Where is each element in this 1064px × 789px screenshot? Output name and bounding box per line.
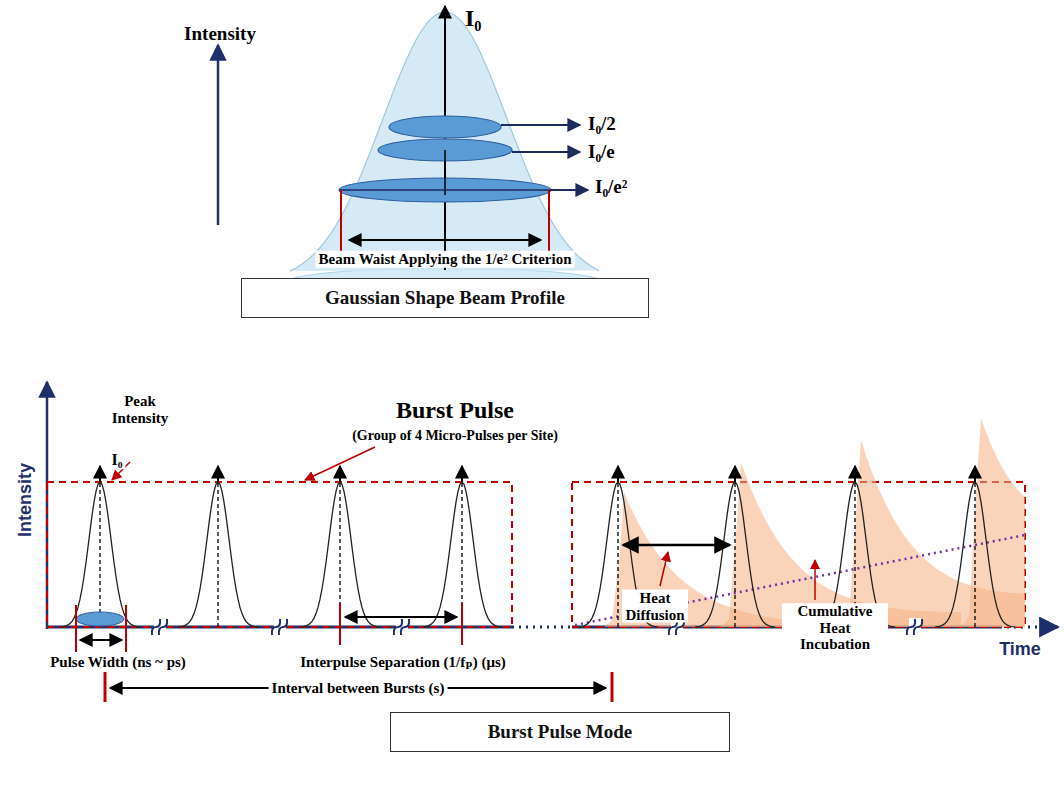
annotation: (Group of 4 Micro-Pulses per Site) <box>352 428 558 443</box>
caption-box: Gaussian Shape Beam Profile <box>241 278 649 318</box>
separation-marker <box>339 603 341 645</box>
peak-arrow <box>99 466 101 482</box>
annotation: Pulse Width (ns ~ ps) <box>47 654 189 671</box>
annotation: I₀/e² <box>595 177 628 198</box>
width-marker <box>125 605 127 652</box>
intensity-axis <box>217 45 220 225</box>
caption-text: Burst Pulse Mode <box>409 721 711 743</box>
leader-line <box>814 560 816 600</box>
intensity-slice <box>389 116 501 138</box>
peak-arrow <box>617 466 619 482</box>
slice-line <box>339 189 551 190</box>
annotation: I₀ <box>465 5 482 31</box>
annotation: Interval between Bursts (s) <box>269 680 448 697</box>
level-arrow <box>512 151 580 153</box>
waist-marker <box>340 190 342 252</box>
pulse-center <box>99 484 100 627</box>
annotation: Peak Intensity <box>110 393 170 426</box>
caption-box: Burst Pulse Mode <box>390 712 730 752</box>
annotation: I₀/e <box>588 142 615 163</box>
axis-break <box>159 619 167 635</box>
width-dimension <box>80 639 122 641</box>
annotation: Cumulative Heat Incubation <box>782 603 888 653</box>
width-marker <box>75 605 77 652</box>
annotation: Interpulse Separation (1/fₚ) (μs) <box>297 654 509 671</box>
annotation: Heat Diffusion <box>622 590 688 623</box>
micro-pulse <box>60 482 140 627</box>
level-arrow <box>551 189 588 191</box>
pulse-center <box>617 484 618 627</box>
interval-marker <box>611 672 614 702</box>
caption-text: Gaussian Shape Beam Profile <box>260 287 630 309</box>
axis-break <box>279 619 287 635</box>
micro-pulse <box>935 482 1015 627</box>
level-arrow <box>501 124 580 126</box>
leader-line <box>660 552 668 586</box>
axis-break <box>401 619 409 635</box>
pulse-center <box>217 484 218 627</box>
beam-axis-inner <box>444 150 446 195</box>
annotation: I₀/2 <box>588 114 616 135</box>
annotation: I₀ <box>108 451 125 469</box>
waist-dimension <box>349 239 541 241</box>
panel-heading: Burst Pulse <box>396 397 514 423</box>
axis-label: Intensity <box>16 463 36 537</box>
pulse-spot <box>76 612 124 626</box>
peak-arrow <box>854 466 856 482</box>
peak-arrow <box>974 466 976 482</box>
waist-marker <box>548 190 550 252</box>
axis-label: Time <box>999 640 1041 660</box>
axis-break <box>914 619 922 635</box>
peak-arrow <box>461 466 463 482</box>
axis-label: Intensity <box>184 24 256 45</box>
heat-decay <box>961 418 1025 627</box>
separation-marker <box>461 603 463 645</box>
diffusion-dimension <box>623 544 730 547</box>
pulse-center <box>974 484 975 627</box>
annotation: Beam Waist Applying the 1/e² Criterion <box>316 251 575 268</box>
leader-line <box>305 447 375 480</box>
micro-pulse <box>695 482 775 627</box>
pulse-center <box>734 484 735 627</box>
micro-pulse <box>178 482 258 627</box>
peak-arrow <box>734 466 736 482</box>
peak-arrow <box>217 466 219 482</box>
peak-arrow <box>339 466 341 482</box>
separation-dimension <box>345 616 457 618</box>
burst-envelope <box>47 482 512 627</box>
time-axis-break <box>512 626 572 629</box>
interval-marker <box>104 672 107 702</box>
